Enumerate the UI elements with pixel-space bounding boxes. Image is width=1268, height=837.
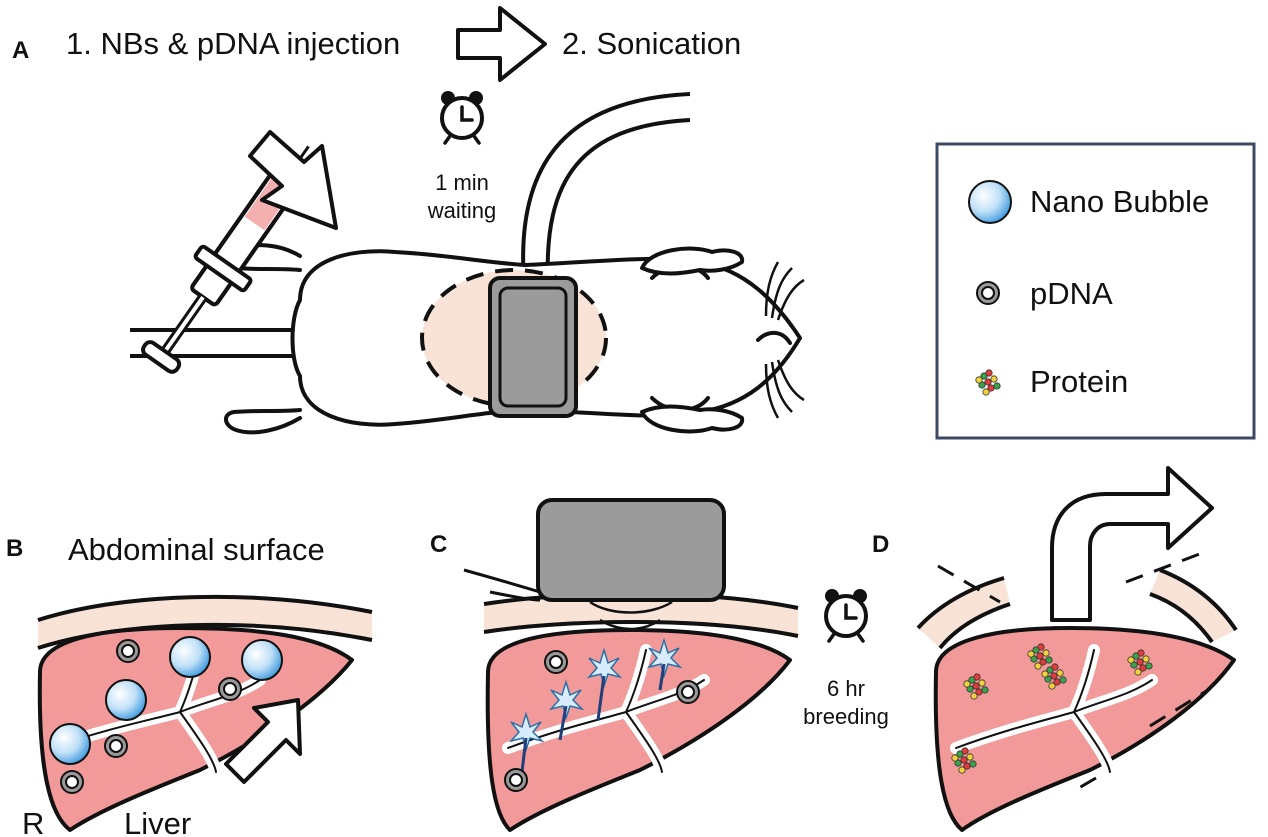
- liver-label: Liver: [124, 806, 191, 837]
- wait-status-label: waiting: [427, 198, 496, 223]
- injection-arrow: [248, 130, 338, 230]
- panel-label-b: B: [6, 535, 23, 562]
- pdna-ring-icon: [544, 650, 568, 674]
- mouse-whiskers: [764, 261, 805, 419]
- panel-label-c: C: [430, 531, 447, 558]
- alarm-clock-icon: [823, 587, 869, 643]
- vessel-outline-d: [955, 649, 1153, 773]
- step-arrow: [456, 6, 547, 82]
- alarm-clock-icon: [439, 89, 485, 145]
- nano-bubble-icon: [968, 180, 1012, 224]
- step-1-label: 1. NBs & pDNA injection: [66, 26, 400, 61]
- panel-label-d: D: [872, 531, 889, 558]
- mouse-nose: [756, 330, 792, 345]
- pdna-ring-icon: [504, 768, 528, 792]
- liver-side-label: R: [22, 806, 44, 837]
- legend-label-protein: Protein: [1030, 364, 1128, 399]
- breeding-status-label: breeding: [803, 704, 889, 729]
- pdna-ring-icon: [116, 639, 140, 663]
- legend-label-pdna: pDNA: [1030, 276, 1113, 311]
- step-2-label: 2. Sonication: [562, 26, 741, 61]
- flow-arrow-b: [224, 698, 302, 784]
- wait-time-label: 1 min: [435, 170, 489, 195]
- probe-cable: [521, 92, 691, 283]
- pdna-ring-icon: [676, 680, 700, 704]
- liver-cut-line: [1071, 688, 1209, 794]
- nano-bubble-icon: [105, 679, 147, 721]
- panel-label-a: A: [12, 37, 29, 64]
- legend-label-nano-bubble: Nano Bubble: [1030, 184, 1209, 219]
- abdominal-wall-c: [463, 568, 799, 638]
- abdominal-surface-label: Abdominal surface: [68, 532, 325, 567]
- export-arrow-d: [1050, 466, 1214, 622]
- pdna-ring-icon: [104, 734, 128, 758]
- breeding-time-label: 6 hr: [827, 676, 865, 701]
- pdna-ring-icon: [60, 770, 84, 794]
- pdna-ring-icon: [218, 677, 242, 701]
- nano-bubble-icon: [169, 636, 211, 678]
- pdna-jets: [520, 663, 666, 773]
- abdominal-wall-d: [916, 548, 1238, 650]
- ultrasound-probe: [488, 276, 578, 418]
- ultrasound-probe-c: [536, 498, 726, 602]
- pdna-ring-icon: [976, 281, 1000, 305]
- nano-bubble-icon: [49, 723, 91, 765]
- nano-bubble-icon: [241, 639, 283, 681]
